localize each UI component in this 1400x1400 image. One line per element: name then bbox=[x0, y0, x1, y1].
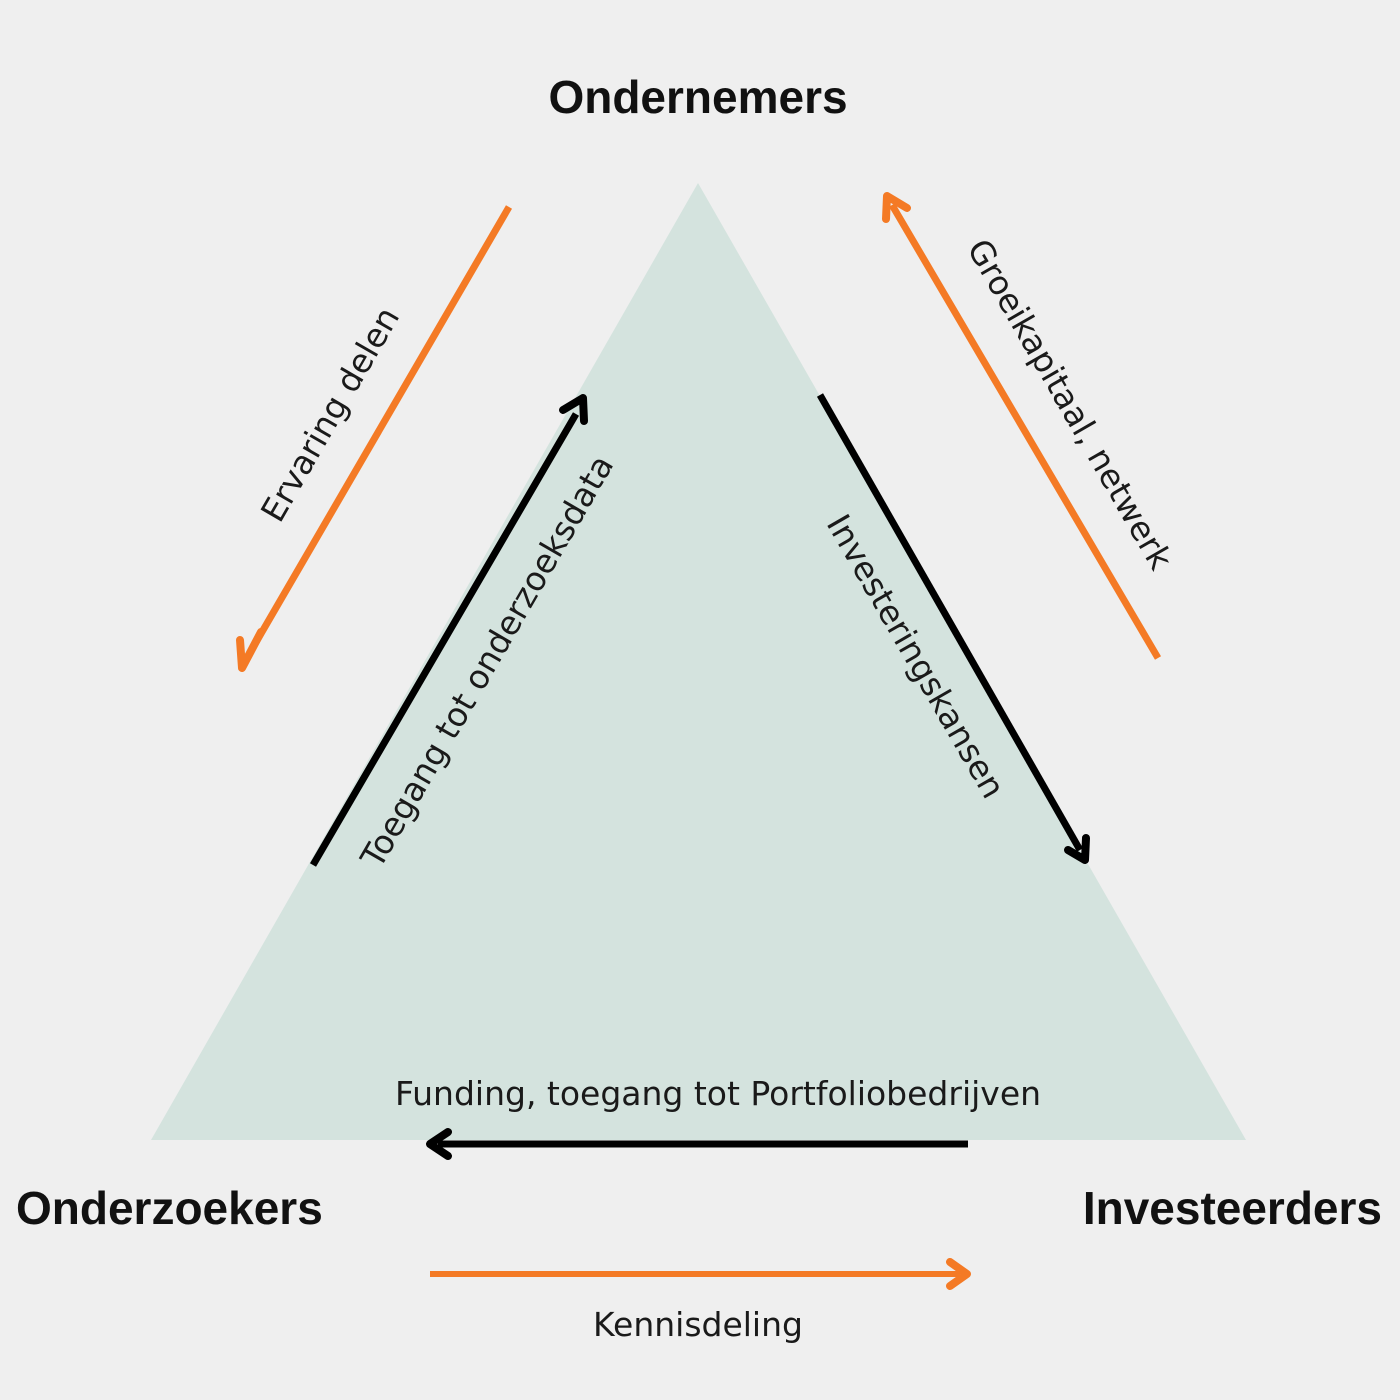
label-funding: Funding, toegang tot Portfoliobedrijven bbox=[395, 1074, 1041, 1113]
label-ervaring-delen: Ervaring delen bbox=[253, 300, 407, 528]
arrow-investeringskansen bbox=[816, 393, 1090, 864]
arrow-groeikapitaal-netwerk bbox=[882, 192, 1162, 660]
node-investeerders: Investeerders bbox=[1083, 1182, 1382, 1234]
node-onderzoekers: Onderzoekers bbox=[16, 1182, 323, 1234]
node-ondernemers: Ondernemers bbox=[548, 71, 847, 123]
arrow-funding bbox=[426, 1128, 968, 1160]
arrow-kennisdeling bbox=[430, 1258, 971, 1290]
label-kennisdeling: Kennisdeling bbox=[593, 1305, 803, 1344]
ecosystem-triangle bbox=[151, 183, 1246, 1140]
arrow-toegang-onderzoeksdata bbox=[309, 394, 588, 867]
label-groeikapitaal-netwerk: Groeikapitaal, netwerk bbox=[959, 232, 1181, 577]
arrow-ervaring-delen bbox=[236, 205, 513, 672]
